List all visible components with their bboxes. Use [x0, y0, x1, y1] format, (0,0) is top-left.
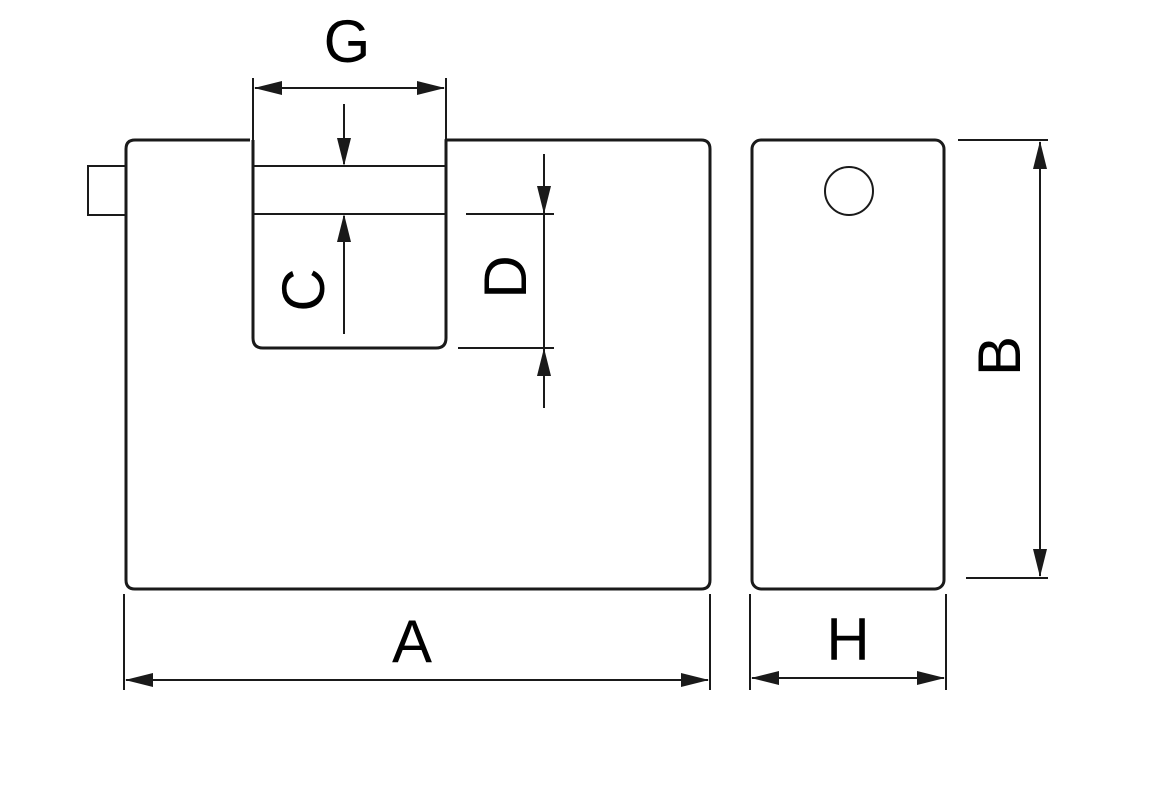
dimension-c: C — [270, 104, 351, 334]
dimension-a: A — [123, 594, 711, 690]
a-label: A — [392, 608, 432, 675]
a-arrow-left — [125, 673, 153, 687]
side-body-outline — [750, 138, 946, 591]
front-body-outline — [124, 138, 712, 591]
d-arrow-up — [537, 348, 551, 376]
g-arrow-right — [417, 81, 445, 95]
dimension-b: B — [958, 139, 1048, 579]
dimension-h: H — [749, 594, 947, 690]
shackle-hole-circle — [824, 166, 874, 216]
g-label: G — [324, 8, 371, 75]
dimension-g: G — [252, 8, 447, 140]
side-pin — [87, 165, 126, 216]
front-view — [87, 138, 712, 591]
h-arrow-left — [751, 671, 779, 685]
a-arrow-right — [681, 673, 709, 687]
g-arrow-left — [254, 81, 282, 95]
side-view — [750, 138, 946, 591]
c-arrow-down — [337, 138, 351, 166]
c-label: C — [270, 268, 337, 311]
c-arrow-up — [337, 214, 351, 242]
b-arrow-down — [1033, 549, 1047, 577]
h-label: H — [826, 606, 869, 673]
b-label: B — [966, 336, 1033, 376]
dimension-d: D — [458, 154, 554, 408]
b-arrow-up — [1033, 141, 1047, 169]
h-arrow-right — [917, 671, 945, 685]
d-arrow-down — [537, 186, 551, 214]
d-label: D — [472, 255, 539, 298]
